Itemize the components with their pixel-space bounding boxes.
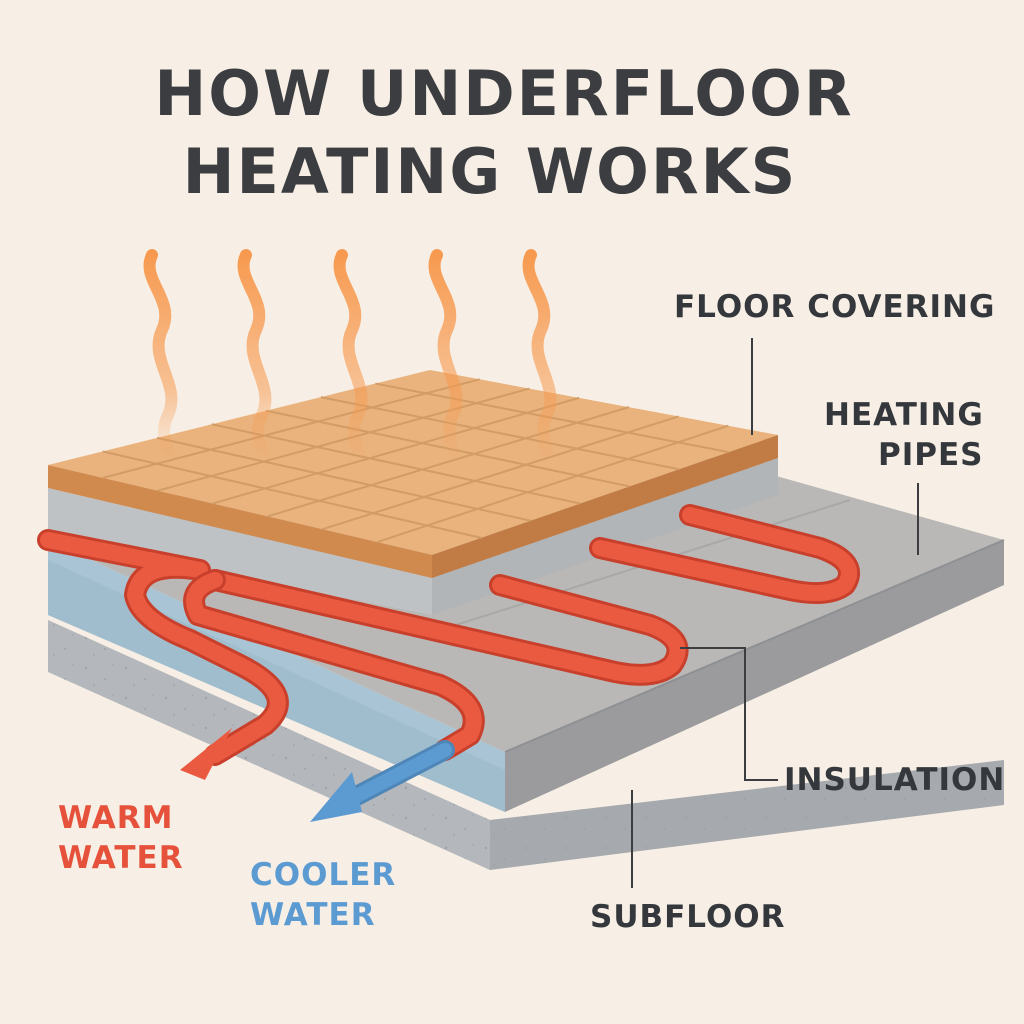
- label-warm-water-line-1: WARM: [58, 800, 174, 836]
- tile-grid-line: [321, 415, 679, 531]
- tile-grid-line: [212, 396, 580, 505]
- heat-wave-2: [237, 249, 272, 466]
- label-subfloor: SUBFLOOR: [590, 899, 786, 935]
- tile-grid-line: [267, 406, 630, 518]
- page-title-line-1: HOW UNDERFLOOR: [154, 57, 854, 130]
- leader-insulation: [680, 647, 778, 781]
- tile-grid-line: [320, 396, 680, 471]
- cool-arrowhead: [310, 772, 362, 822]
- label-cooler-water-line-1: COOLER: [250, 857, 397, 893]
- page-title-line-2: HEATING WORKS: [182, 135, 798, 208]
- heat-wave-5: [522, 249, 557, 466]
- tile-grid-line: [157, 387, 530, 492]
- warm-arrowhead: [180, 728, 232, 780]
- subfloor-layer: [48, 620, 1004, 870]
- tile-grid-line: [211, 423, 581, 505]
- floor-covering-layer: [48, 370, 778, 578]
- label-floor-covering: FLOOR COVERING: [674, 289, 996, 325]
- tile-grid-line: [376, 424, 729, 544]
- heating-pipes: [37, 504, 860, 822]
- label-warm-water-line-2: WATER: [58, 840, 184, 876]
- tile-base-layer: [48, 458, 778, 615]
- label-heating-pipes-line-1: HEATING: [824, 397, 984, 433]
- heat-wave-1: [143, 249, 178, 466]
- heat-waves: [143, 249, 557, 466]
- label-insulation: INSULATION: [784, 762, 1006, 798]
- tile-grid-line: [102, 450, 482, 539]
- label-heating-pipes-line-2: PIPES: [878, 437, 984, 473]
- heat-wave-4: [428, 249, 463, 466]
- tile-grid-line: [156, 436, 532, 522]
- label-cooler-water-line-2: WATER: [250, 897, 376, 933]
- heat-wave-3: [333, 249, 368, 466]
- leader-lines: [631, 338, 919, 888]
